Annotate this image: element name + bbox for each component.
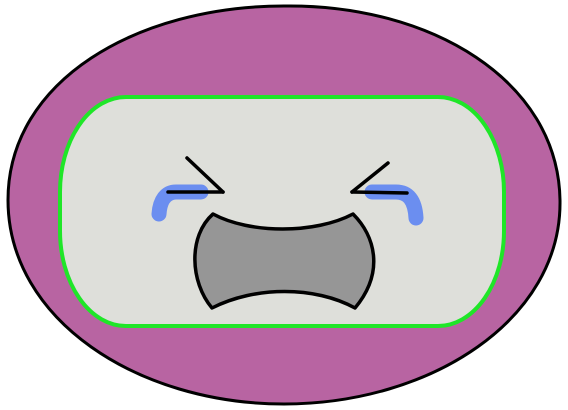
left-closed-eye-icon — [166, 156, 225, 194]
right-closed-eye-icon — [350, 161, 409, 195]
rounded-rectangle-panel-icon — [58, 95, 506, 328]
crying-mouth-icon — [193, 212, 376, 310]
